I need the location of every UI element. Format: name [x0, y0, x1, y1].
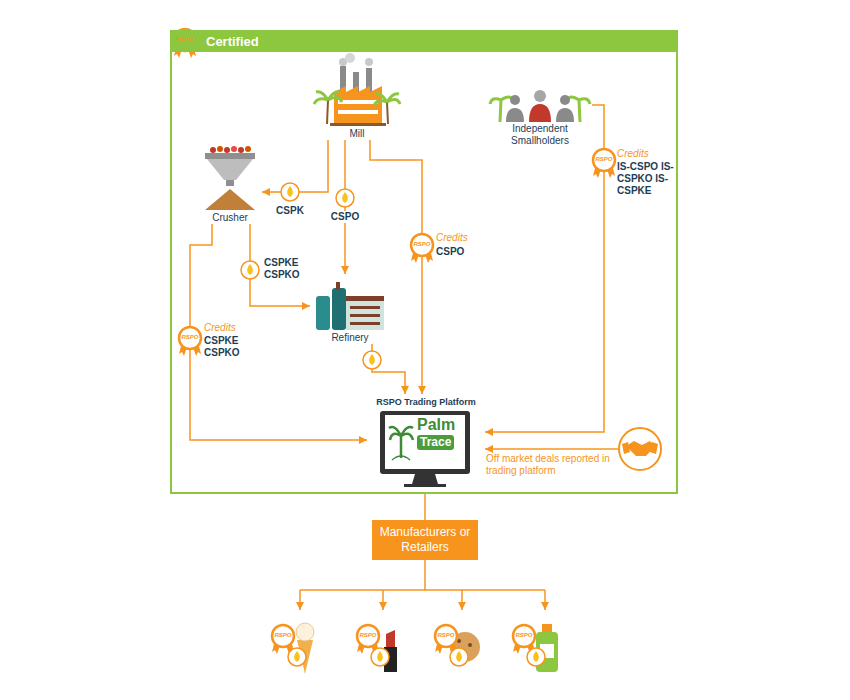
refinery-icon — [316, 282, 384, 330]
smallholders-icon — [490, 90, 590, 122]
flow-connector — [424, 492, 426, 520]
rspo-badge — [411, 234, 433, 263]
badge-text: RSPO — [411, 241, 433, 248]
edge-label: CSPKE CSPKO — [264, 257, 308, 281]
badge-text: RSPO — [179, 334, 201, 341]
manufacturers-box: Manufacturers or Retailers — [372, 520, 478, 560]
crusher-node: Crusher — [198, 146, 262, 224]
flow-connector — [250, 224, 310, 306]
edge-label: IS-CSPO IS-CSPKO IS-CSPKE — [617, 161, 675, 197]
logo-text: Palm — [417, 416, 455, 434]
oil-drop-icon — [336, 189, 354, 207]
refinery-node: Refinery — [310, 274, 390, 344]
certified-region: CertifiedMill Independent SmallholdersCru… — [170, 30, 678, 494]
flow-connector — [485, 105, 604, 432]
product-icons — [296, 623, 558, 674]
off-market-node: Off market deals reported in trading pla… — [618, 427, 662, 471]
oil-drop-icon — [288, 648, 306, 666]
handshake-icon — [619, 428, 661, 470]
node-note: Off market deals reported in trading pla… — [486, 453, 614, 477]
node-label: Refinery — [310, 332, 390, 344]
oil-drop-icon — [527, 648, 545, 666]
oil-drop-icon — [281, 183, 299, 201]
credits-tag: Credits — [204, 322, 236, 334]
badge-text: RSPO — [593, 156, 615, 163]
mill-icon — [314, 53, 400, 126]
node-label: Independent Smallholders — [488, 123, 592, 147]
rspo-badge — [593, 149, 615, 178]
trading-platform: RSPO Trading PlatformPalmTrace — [367, 394, 485, 492]
crusher-icon — [205, 146, 255, 210]
oil-drop-icon — [371, 648, 389, 666]
flow-connector — [485, 448, 618, 450]
smallholders-node: Independent Smallholders — [488, 85, 592, 147]
node-label: Crusher — [198, 212, 262, 224]
credits-tag: Credits — [436, 232, 468, 244]
box-label: Manufacturers or Retailers — [376, 525, 474, 555]
edge-label: CSPO — [436, 246, 464, 258]
product-lines — [300, 556, 545, 610]
badge-layer — [174, 29, 615, 666]
oil-drop-icon — [241, 261, 259, 279]
oil-drop-icon — [363, 351, 381, 369]
badge-text: RSPO — [357, 632, 379, 639]
mill-node: Mill — [322, 55, 392, 140]
edge-label: CSPKE CSPKO — [204, 335, 248, 359]
node-label: RSPO Trading Platform — [367, 394, 485, 408]
credits-tag: Credits — [617, 148, 649, 160]
oil-drop-icon — [450, 648, 468, 666]
badge-text: RSPO — [513, 632, 535, 639]
rspo-badge — [179, 327, 201, 356]
edge-label: CSPK — [274, 205, 306, 217]
badge-text: RSPO — [435, 632, 457, 639]
node-label: Mill — [322, 128, 392, 140]
edge-label: CSPO — [329, 211, 361, 223]
region-heading: Certified — [172, 32, 676, 52]
flow-connector — [372, 344, 405, 394]
logo-text: Trace — [417, 435, 454, 450]
badge-text: RSPO — [272, 632, 294, 639]
monitor-icon — [380, 411, 470, 487]
